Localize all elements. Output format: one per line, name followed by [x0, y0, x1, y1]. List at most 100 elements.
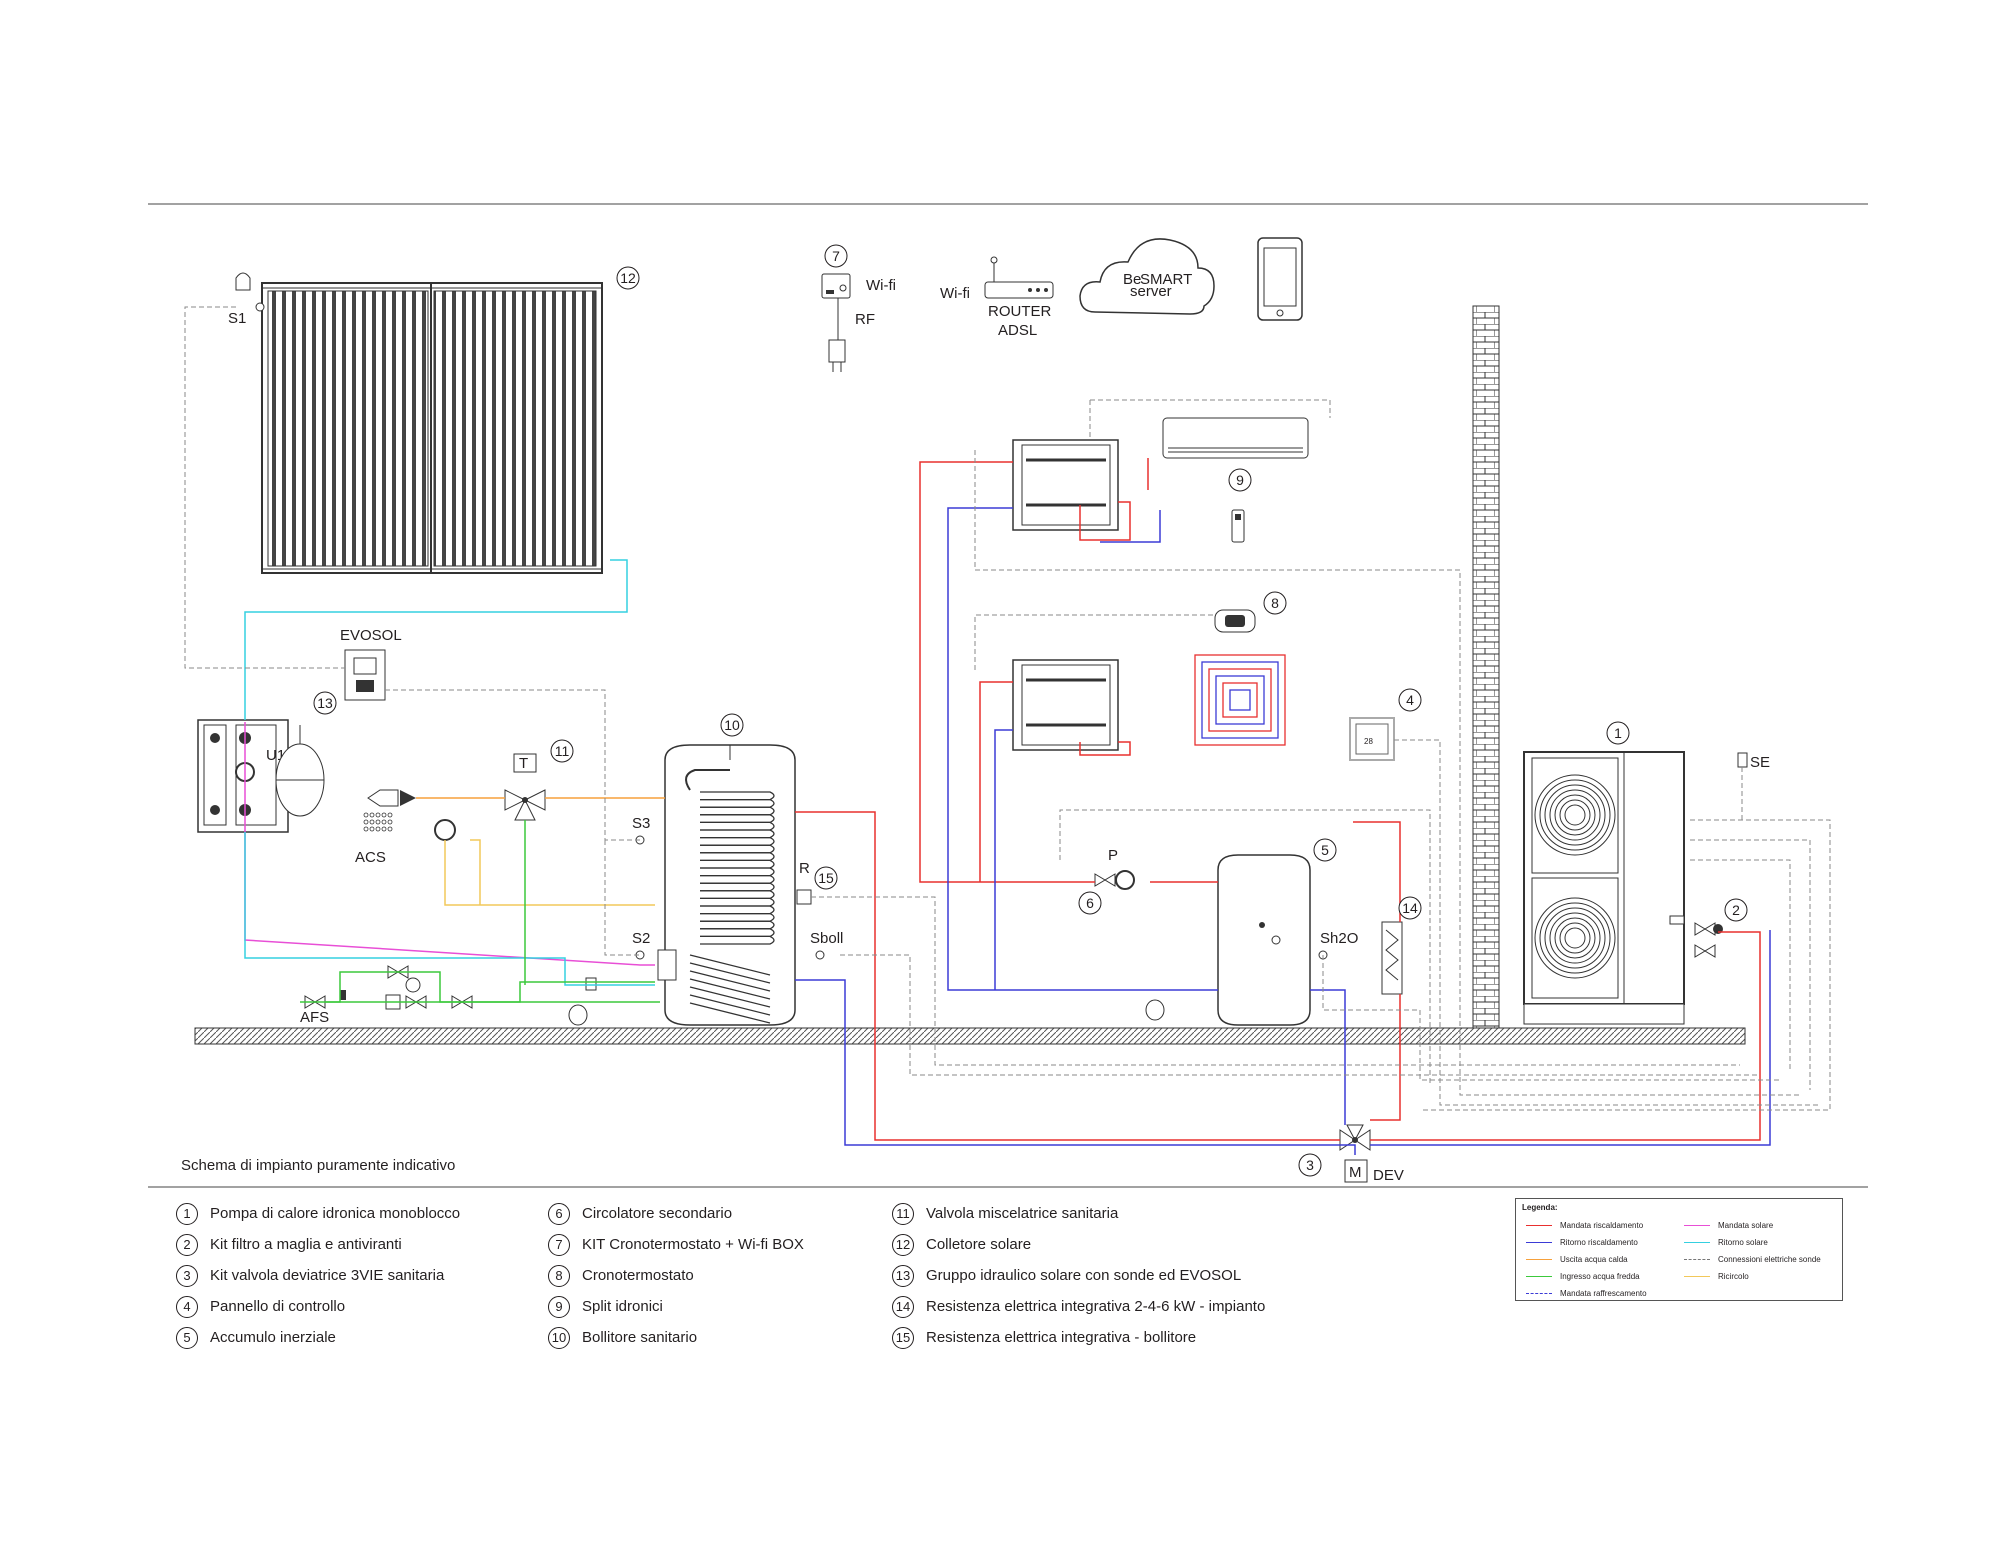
smart-label: SMART — [1140, 271, 1192, 288]
legend-text: Mandata riscaldamento — [1560, 1221, 1644, 1230]
legend-text: Ritorno solare — [1718, 1238, 1768, 1247]
schematic-note: Schema di impianto puramente indicativo — [181, 1157, 456, 1174]
component-number: 5 — [176, 1326, 198, 1349]
chronothermostat — [1214, 609, 1256, 633]
solar-collector — [261, 282, 603, 574]
callout-6: 6 — [1078, 891, 1102, 915]
component-text: Pompa di calore idronica monoblocco — [210, 1205, 461, 1222]
legend-swatch — [1526, 1293, 1552, 1294]
sboll-probe — [815, 950, 825, 960]
electrical-connections — [184, 306, 1831, 1111]
afs-label: AFS — [300, 1009, 329, 1026]
deviator-valve — [1339, 1124, 1371, 1183]
se-label: SE — [1750, 754, 1770, 771]
callout-number: 3 — [1306, 1157, 1314, 1173]
component-item-1: 1 Pompa di calore idronica monoblocco — [176, 1198, 460, 1229]
router-label-2: ADSL — [998, 322, 1037, 339]
legend-swatch — [1526, 1259, 1552, 1260]
cloud-server — [1079, 238, 1215, 315]
manifold-lower — [1012, 659, 1119, 751]
component-number: 15 — [892, 1326, 914, 1349]
router — [984, 256, 1054, 299]
buffer-expansion-vessel — [1145, 999, 1165, 1021]
component-number: 12 — [892, 1233, 914, 1256]
acs-shower — [367, 789, 416, 807]
s3-label: S3 — [632, 815, 650, 832]
callout-number: 14 — [1402, 900, 1418, 916]
secondary-circulator — [1094, 870, 1135, 890]
s1-probe — [235, 272, 265, 312]
component-text: Resistenza elettrica integrativa - bolli… — [926, 1329, 1197, 1346]
component-number: 1 — [176, 1202, 198, 1225]
component-item-9: 9 Split idronici — [548, 1291, 804, 1322]
callout-9: 9 — [1228, 468, 1252, 492]
be-label: Be — [1123, 271, 1141, 288]
control-panel — [1349, 717, 1395, 761]
dhw-boiler — [664, 744, 796, 1026]
underfloor-heating — [1194, 654, 1286, 746]
sboll-label: Sboll — [810, 930, 843, 947]
callout-number: 5 — [1321, 842, 1329, 858]
legend-swatch — [1684, 1242, 1710, 1243]
callout-number: 11 — [555, 743, 570, 759]
component-number: 4 — [176, 1295, 198, 1318]
buffer-tank — [1217, 854, 1311, 1026]
legend-item: Ricircolo — [1684, 1272, 1749, 1281]
callout-5: 5 — [1313, 838, 1337, 862]
component-number: 3 — [176, 1264, 198, 1287]
component-number: 9 — [548, 1295, 570, 1318]
callout-number: 6 — [1086, 895, 1094, 911]
legend-text: Uscita acqua calda — [1560, 1255, 1628, 1264]
remote-control — [1231, 509, 1245, 543]
r-heater — [796, 889, 812, 905]
r-label: R — [799, 860, 810, 877]
pipes — [244, 458, 1771, 1155]
legend-text: Mandata raffrescamento — [1560, 1289, 1647, 1298]
callout-8: 8 — [1263, 591, 1287, 615]
legend-swatch — [1526, 1225, 1552, 1226]
component-number: 7 — [548, 1233, 570, 1256]
callout-4: 4 — [1398, 688, 1422, 712]
boiler-upper-coil — [700, 791, 775, 945]
legend-swatch — [1684, 1225, 1710, 1226]
callout-10: 10 — [720, 713, 744, 737]
expansion-vessel-solar — [275, 725, 325, 817]
component-text: Pannello di controllo — [210, 1298, 346, 1315]
acs-label: ACS — [355, 849, 386, 866]
component-text: Split idronici — [582, 1298, 663, 1315]
callout-7: 7 — [824, 244, 848, 268]
smartphone — [1257, 237, 1303, 321]
callout-1: 1 — [1606, 721, 1630, 745]
component-text: Valvola miscelatrice sanitaria — [926, 1205, 1119, 1222]
component-item-15: 15 Resistenza elettrica integrativa - bol… — [892, 1322, 1265, 1353]
component-text: Cronotermostato — [582, 1267, 694, 1284]
legend-item: Ritorno riscaldamento — [1526, 1238, 1638, 1247]
component-text: Gruppo idraulico solare con sonde ed EVO… — [926, 1267, 1242, 1284]
legend-item: Connessioni elettriche sonde — [1684, 1255, 1821, 1264]
component-number: 10 — [548, 1326, 570, 1349]
p-label: P — [1108, 847, 1118, 864]
legend-item: Uscita acqua calda — [1526, 1255, 1628, 1264]
callout-number: 8 — [1271, 595, 1279, 611]
rf-label: RF — [855, 311, 875, 328]
legend-swatch — [1684, 1276, 1710, 1277]
solar-hydraulic-group — [197, 719, 289, 833]
filter-kit — [1669, 915, 1723, 958]
router-label-1: ROUTER — [988, 303, 1052, 320]
component-text: Kit filtro a maglia e antiviranti — [210, 1236, 402, 1253]
mixing-valve-t: T — [519, 755, 528, 772]
shower-spray — [363, 812, 393, 832]
component-number: 2 — [176, 1233, 198, 1256]
legend-text: Ricircolo — [1718, 1272, 1749, 1281]
s1-label: S1 — [228, 310, 246, 327]
